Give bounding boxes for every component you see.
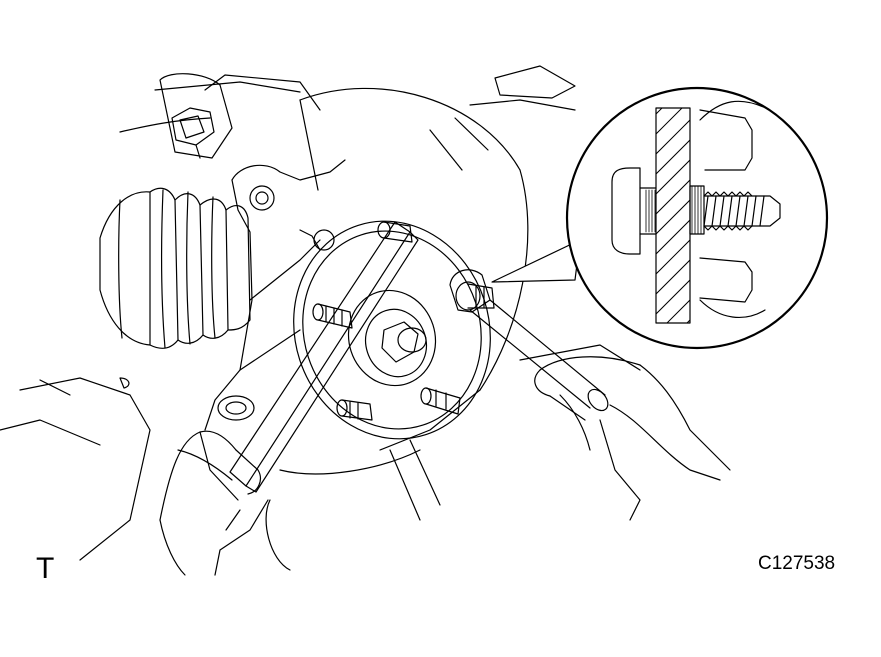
knuckle-bolt [172, 108, 214, 158]
axle-hub-flange [266, 195, 518, 464]
steering-knuckle [205, 160, 345, 430]
view-letter: T [36, 552, 55, 585]
hub-bolt [421, 388, 460, 414]
bolt-detail-callout [567, 70, 827, 370]
figure-code: C127538 [758, 553, 836, 574]
background-chassis-lines [0, 66, 640, 560]
wrench [450, 270, 612, 415]
hub-bolt [337, 400, 372, 420]
disc-rotor [266, 88, 528, 570]
left-hand [160, 431, 268, 575]
hub-bolts [313, 222, 494, 420]
right-hand [535, 357, 730, 520]
drive-shaft-boot [100, 188, 250, 348]
hub-bolt [313, 304, 352, 328]
holding-bar [230, 222, 418, 492]
detail-callout-leader [492, 240, 580, 282]
